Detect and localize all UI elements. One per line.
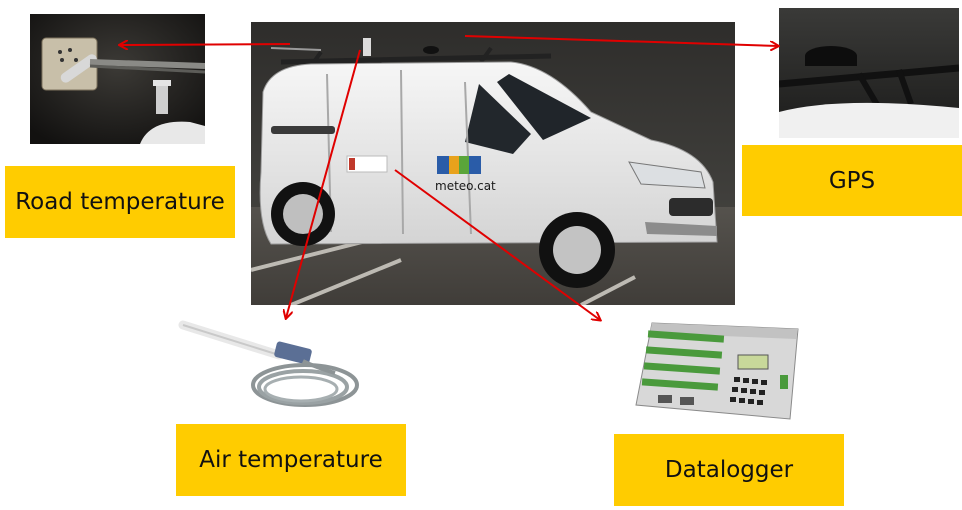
air-temperature-text: Air temperature: [199, 447, 383, 473]
air-temperature-probe-photo: [175, 315, 360, 415]
arrow-to-gps: [464, 35, 778, 46]
arrow-to-air-temperature: [286, 49, 361, 318]
road-temperature-label: Road temperature: [5, 166, 235, 238]
van-logo-text: meteo.cat: [435, 179, 496, 193]
gps-antenna-photo: [779, 8, 959, 138]
air-temperature-label: Air temperature: [176, 424, 406, 496]
gps-text: GPS: [828, 167, 876, 194]
van-photo: meteo.cat: [251, 22, 735, 305]
road-temperature-text: Road temperature: [15, 189, 225, 215]
arrow-to-road-temperature: [120, 44, 291, 45]
arrow-to-datalogger: [394, 169, 600, 320]
gps-label: GPS: [742, 145, 962, 216]
datalogger-label: Datalogger: [614, 434, 844, 506]
road-temperature-sensor-photo: [30, 14, 205, 144]
datalogger-photo: [630, 315, 805, 430]
datalogger-text: Datalogger: [664, 457, 794, 483]
